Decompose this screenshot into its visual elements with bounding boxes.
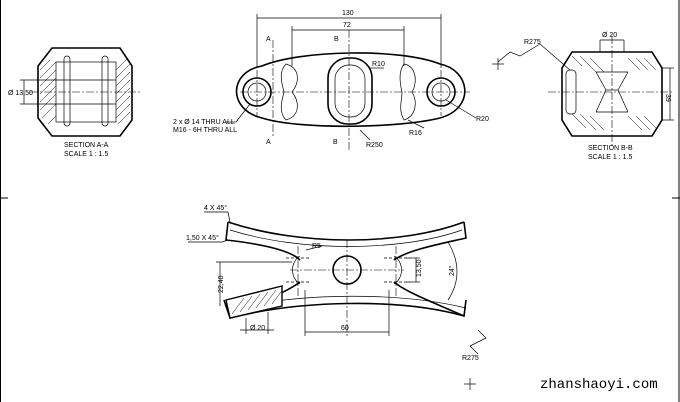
section-a-title: SECTION A-A [64, 142, 109, 149]
section-b-marker-bottom: B [333, 139, 338, 146]
top-radius-end: R20 [476, 116, 489, 123]
front-hole-dim: Ø 20 [250, 325, 265, 332]
section-b-marker-top: B [334, 36, 339, 43]
section-a-diameter-label: Ø 13,50 [8, 90, 33, 97]
section-a-scale: SCALE 1 : 1.5 [64, 151, 108, 158]
front-angle-dim: 24° [448, 265, 456, 276]
front-view [188, 211, 487, 390]
top-radius-slot: R10 [372, 61, 385, 68]
section-a-view [20, 47, 140, 137]
front-slot-dim: 13,50 [416, 259, 423, 277]
section-b-diameter-label: Ø 20 [602, 32, 617, 39]
front-chamfer-2: 1,50 X 45° [186, 234, 219, 242]
section-a-marker-bottom: A [266, 139, 271, 146]
section-b-title: SECTION B-B [588, 145, 633, 152]
top-dim-overall: 130 [342, 10, 354, 17]
front-thickness-dim: 22,40 [218, 275, 225, 293]
hole-callout-line-1: 2 x Ø 14 THRU ALL [173, 119, 235, 126]
top-radius-boss: R16 [409, 130, 422, 137]
hole-callout-line-2: M16 - 6H THRU ALL [173, 127, 237, 134]
front-fillet-radius: R5 [312, 243, 321, 250]
section-b-radius-label: R275 [524, 39, 541, 46]
section-b-view [492, 36, 674, 148]
top-view [226, 14, 477, 150]
section-b-height-label: 39 [664, 94, 671, 102]
section-b-scale: SCALE 1 : 1.5 [588, 154, 632, 161]
top-dim-centers: 72 [343, 22, 351, 29]
section-a-marker-top: A [266, 36, 271, 43]
front-width-dim: 60 [341, 325, 349, 332]
front-curve-radius: R275 [462, 355, 479, 362]
watermark: zhanshaoyi.com [540, 377, 658, 393]
top-radius-bottom: R250 [366, 142, 383, 149]
front-chamfer-1: 4 X 45° [204, 204, 227, 212]
